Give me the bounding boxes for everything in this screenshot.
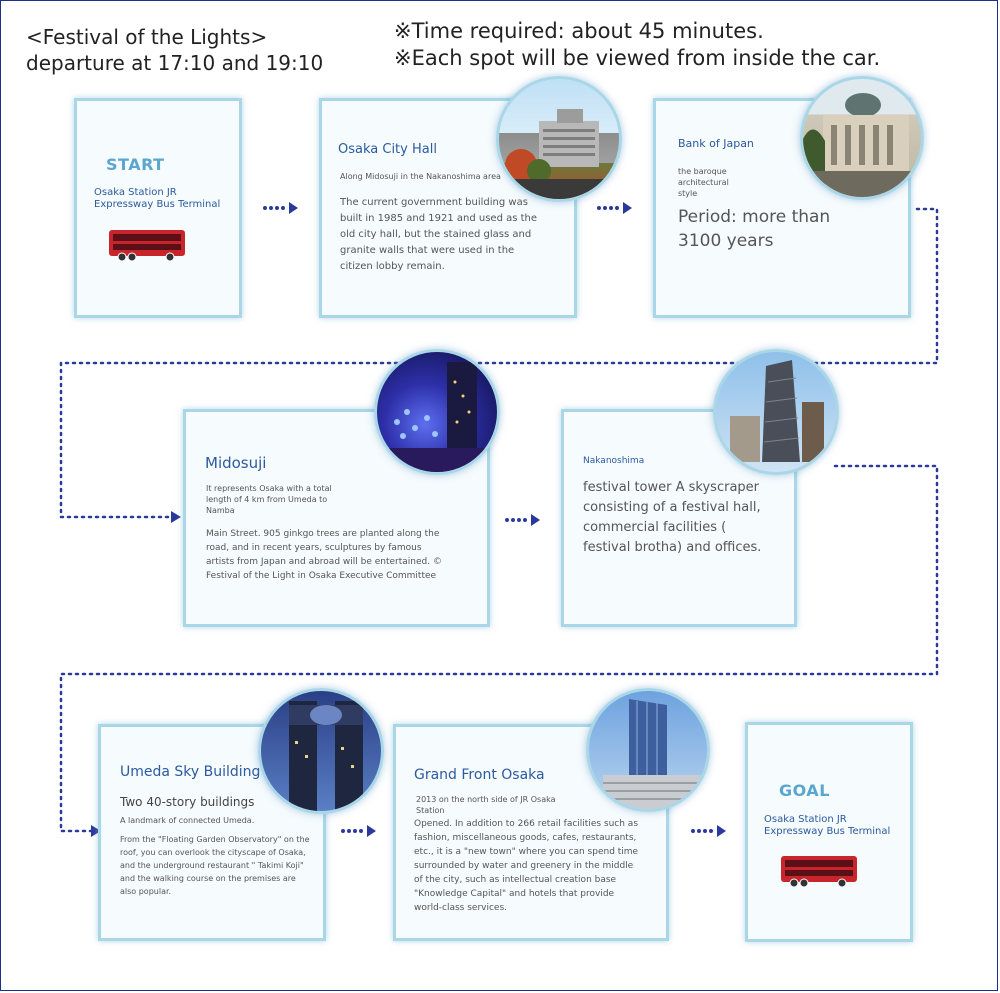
connector-row2-row3 <box>59 464 939 837</box>
grand-front-body: Opened. In addition to 266 retail facili… <box>414 819 639 913</box>
umeda-photo <box>258 688 384 814</box>
nakanoshima-body: festival tower A skyscraper consisting o… <box>583 480 762 555</box>
city-hall-photo-art <box>499 109 619 199</box>
nakanoshima-photo <box>713 349 839 475</box>
goal-location-line1: Osaka Station JR <box>764 814 847 825</box>
start-label: START <box>106 155 165 174</box>
bank-photo <box>800 76 924 200</box>
arrow-icon <box>597 202 632 214</box>
grand-front-subtitle: 2013 on the north side of JR Osaka Stati… <box>416 795 556 815</box>
start-location-line1: Osaka Station JR <box>94 187 177 198</box>
viewing-note: ※Each spot will be viewed from inside th… <box>394 46 881 70</box>
midosuji-subtitle: It represents Osaka with a total length … <box>206 484 332 515</box>
connector-row1-row2 <box>59 207 939 523</box>
bank-period: Period: more than 3100 years <box>678 207 831 251</box>
arrow-icon <box>263 202 298 214</box>
arrow-icon <box>341 825 376 837</box>
departure-times: departure at 17:10 and 19:10 <box>26 51 324 75</box>
umeda-title: Umeda Sky Building <box>120 764 261 780</box>
midosuji-photo <box>374 349 500 475</box>
grand-front-card: Grand Front Osaka 2013 on the north side… <box>393 724 669 941</box>
bus-icon <box>109 230 185 262</box>
bank-title: Bank of Japan <box>678 137 754 150</box>
city-hall-body: The current government building was buil… <box>340 197 538 272</box>
umeda-subtitle: Two 40-story buildings <box>120 795 255 809</box>
header-left: <Festival of the Lights> departure at 17… <box>26 24 323 76</box>
umeda-photo-art <box>289 701 363 811</box>
event-title: <Festival of the Lights> <box>26 25 268 49</box>
bank-style-note: the baroque architectural style <box>678 167 729 198</box>
grand-front-title: Grand Front Osaka <box>414 767 545 783</box>
time-required-note: ※Time required: about 45 minutes. <box>394 19 764 43</box>
goal-location-line2: Expressway Bus Terminal <box>764 826 891 837</box>
umeda-tagline: A landmark of connected Umeda. <box>120 816 255 825</box>
arrow-icon <box>691 825 726 837</box>
city-hall-title: Osaka City Hall <box>338 142 437 157</box>
bus-icon <box>781 856 857 888</box>
umeda-body: From the "Floating Garden Observatory" o… <box>120 835 310 896</box>
goal-card: GOAL Osaka Station JR Expressway Bus Ter… <box>745 722 913 942</box>
city-hall-card: Osaka City Hall Along Midosuji in the Na… <box>319 98 577 318</box>
city-hall-subtitle: Along Midosuji in the Nakanoshima area <box>340 172 501 181</box>
arrow-icon <box>505 514 540 526</box>
midosuji-photo-art <box>377 362 497 472</box>
goal-label: GOAL <box>779 781 830 800</box>
midosuji-title: Midosuji <box>205 454 267 472</box>
city-hall-photo <box>496 76 622 202</box>
start-card: START Osaka Station JR Expressway Bus Te… <box>74 98 242 318</box>
nakanoshima-photo-art <box>730 360 824 462</box>
bank-photo-art <box>803 93 921 197</box>
umeda-card: Umeda Sky Building Two 40-story building… <box>98 724 326 941</box>
header-right: ※Time required: about 45 minutes. ※Each … <box>394 18 880 72</box>
start-location-line2: Expressway Bus Terminal <box>94 199 221 210</box>
nakanoshima-label: Nakanoshima <box>583 456 645 466</box>
bank-card: Bank of Japan the baroque architectural … <box>653 98 911 318</box>
grand-front-photo <box>586 688 710 812</box>
midosuji-body: Main Street. 905 ginkgo trees are plante… <box>206 529 442 581</box>
grand-front-photo-art <box>603 699 703 809</box>
